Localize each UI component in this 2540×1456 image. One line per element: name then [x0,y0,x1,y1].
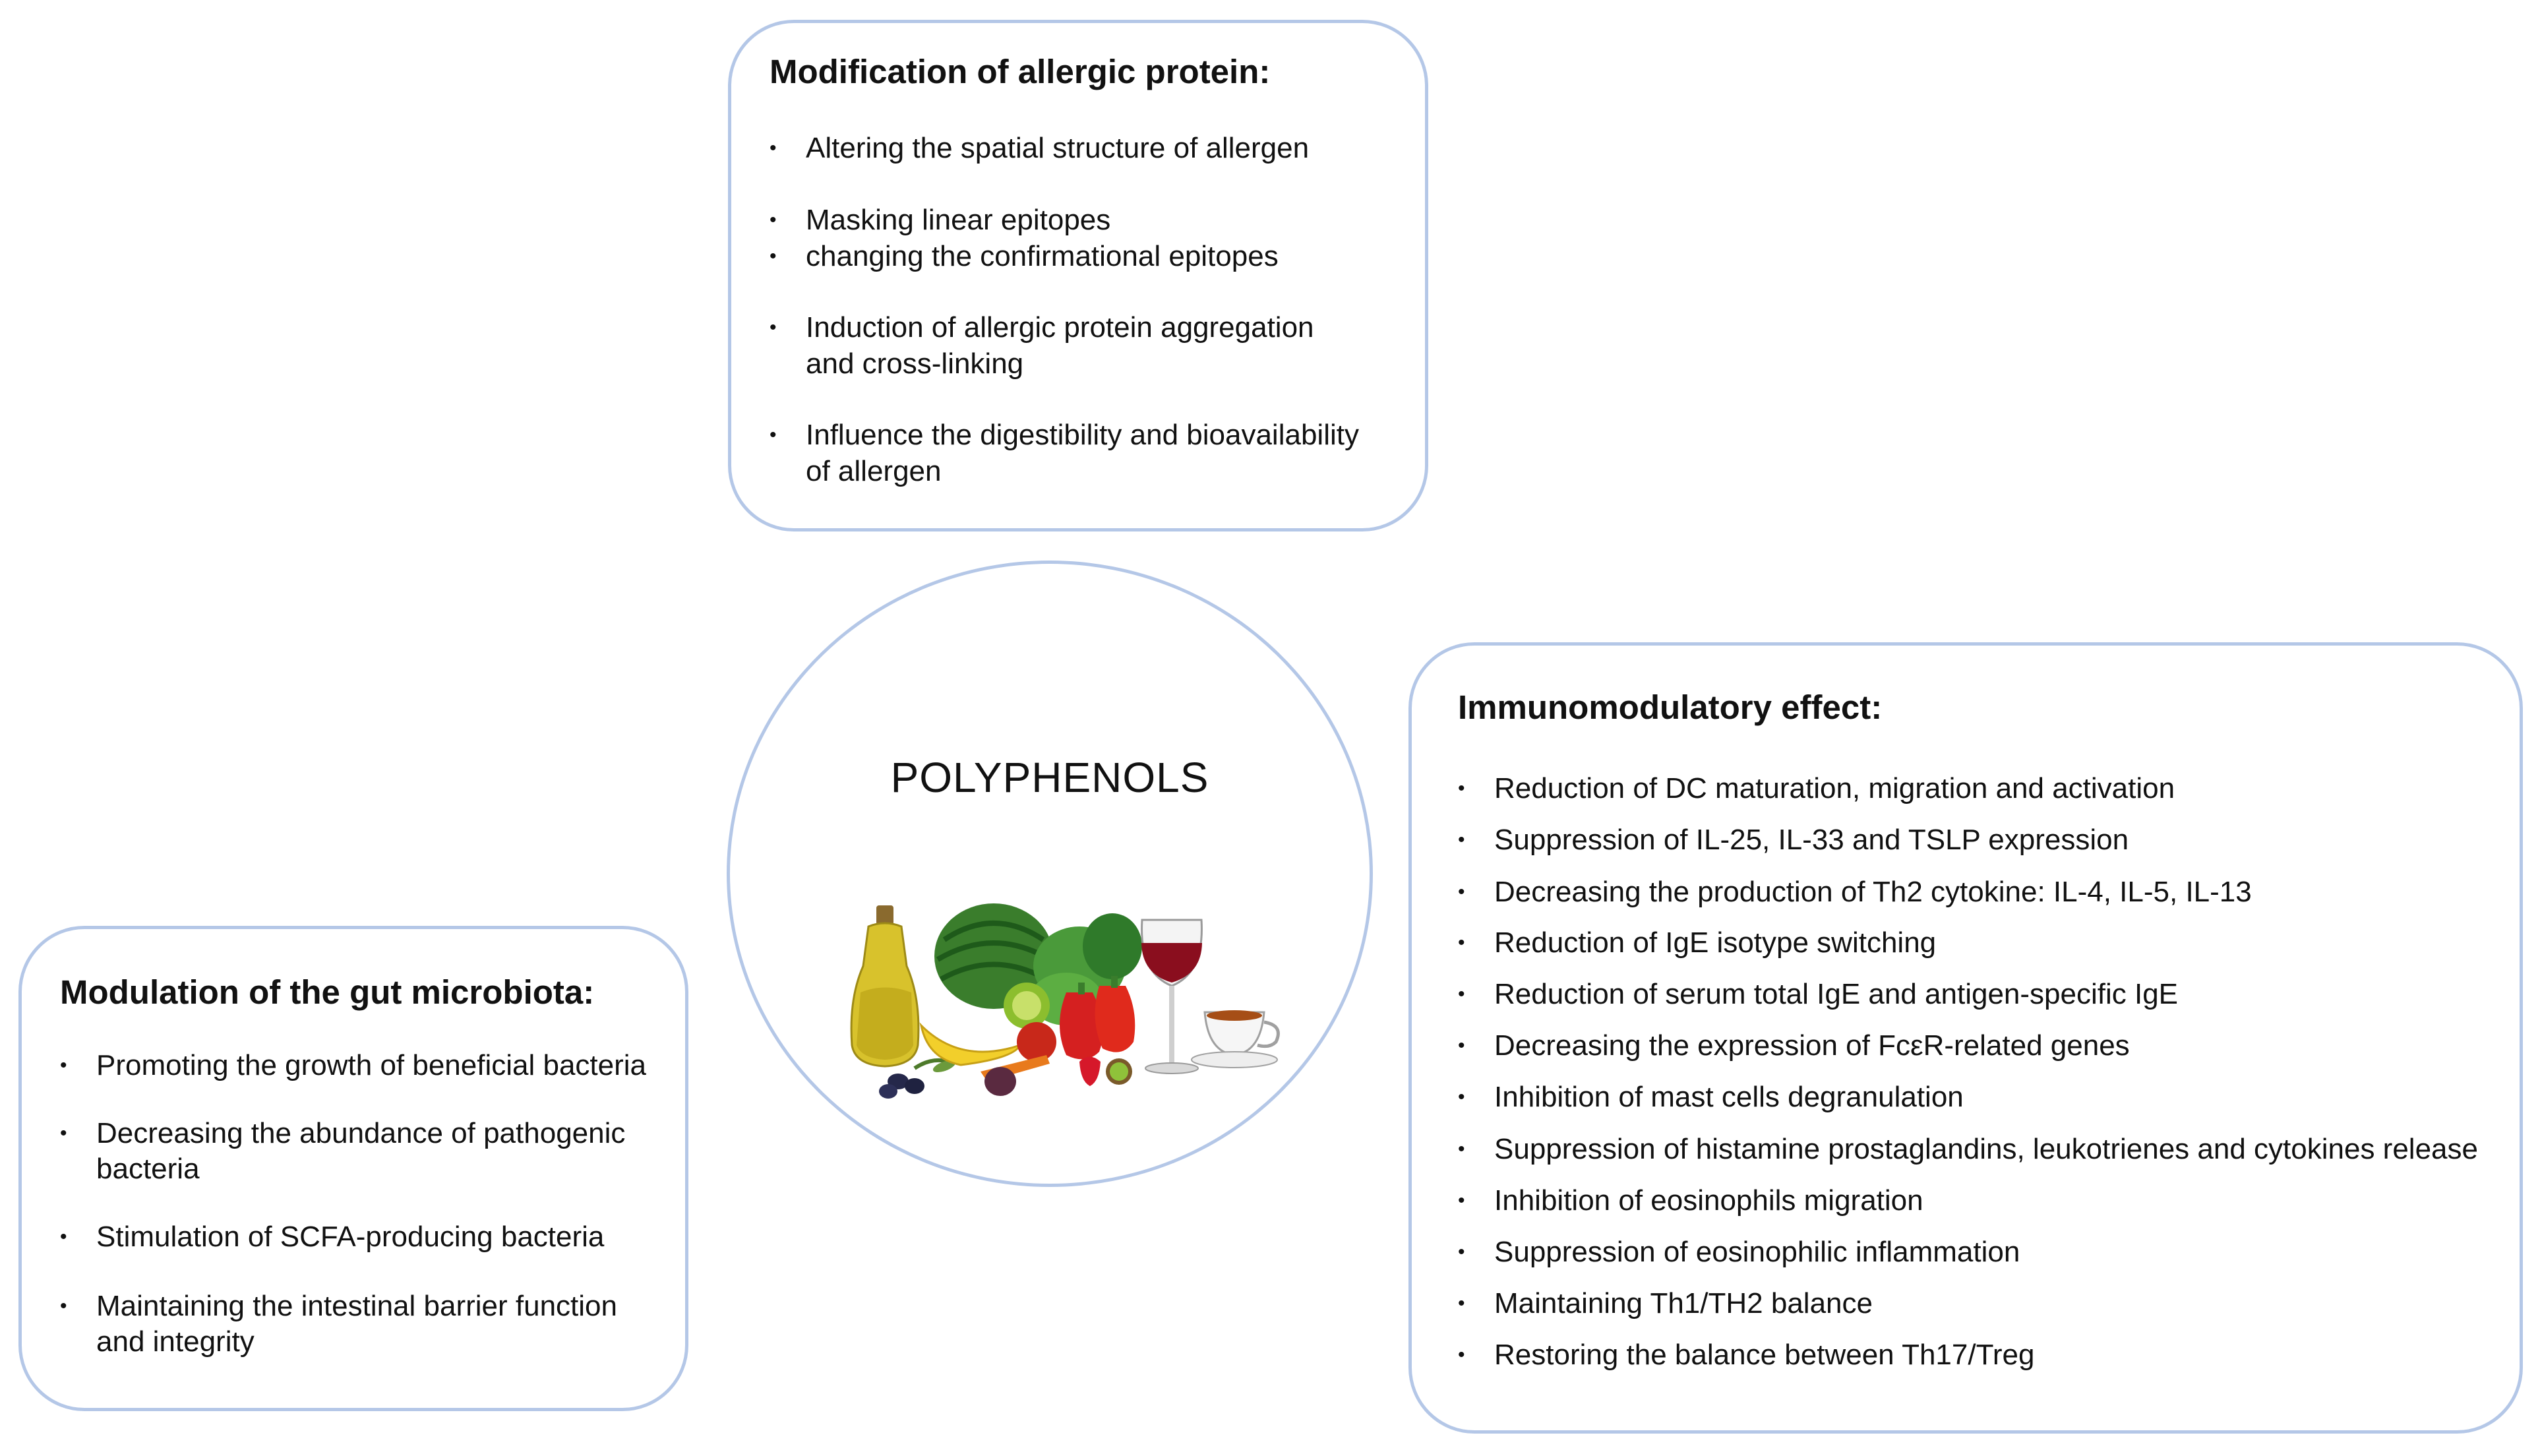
list-item: •Reduction of serum total IgE and antige… [1458,978,2179,1010]
polyphenols-title: POLYPHENOLS [890,754,1209,801]
wine-glass-icon [1141,919,1203,1074]
allergic-protein-modification-box: Modification of allergic protein: •Alter… [728,20,1428,531]
fig-icon [984,1067,1016,1096]
list-item: •Masking linear epitopes [770,204,1111,236]
list-item: •Restoring the balance between Th17/Treg [1458,1339,2035,1371]
allergic-protein-modification-title: Modification of allergic protein: [770,53,1271,90]
list-item-continuation: bacteria [96,1153,200,1185]
list-item: •Reduction of IgE isotype switching [1458,926,1937,959]
banana-icon [919,1022,1022,1066]
strawberry-icon [1079,1056,1101,1086]
immunomodulatory-effect-box: Immunomodulatory effect: •Reduction of D… [1408,642,2523,1434]
list-item: •Reduction of DC maturation, migration a… [1458,772,2175,804]
immunomodulatory-effect-title: Immunomodulatory effect: [1458,688,1883,726]
list-item: •Altering the spatial structure of aller… [770,132,1310,164]
gut-microbiota-modulation-title: Modulation of the gut microbiota: [60,973,595,1011]
list-item: •Inhibition of eosinophils migration [1458,1184,1923,1217]
polyphenols-circle: POLYPHENOLS [727,561,1373,1187]
list-item: •Inhibition of mast cells degranulation [1458,1081,1964,1113]
list-item-continuation: and cross-linking [806,348,1024,380]
red-pepper-icon [1060,976,1135,1060]
list-item-continuation: of allergen [806,455,942,487]
fruits-vegetables-icon [850,903,1280,1099]
list-item: •Decreasing the expression of FcεR-relat… [1458,1029,2130,1062]
tea-cup-icon [1191,1010,1280,1068]
list-item: •Decreasing the production of Th2 cytoki… [1458,876,2252,908]
list-item: •Influence the digestibility and bioavai… [770,419,1359,451]
list-item: •Suppression of histamine prostaglandins… [1458,1133,2478,1165]
list-item: •Maintaining the intestinal barrier func… [60,1290,618,1322]
list-item: •Stimulation of SCFA-producing bacteria [60,1221,605,1253]
list-item: •Suppression of eosinophilic inflammatio… [1458,1236,2020,1268]
list-item: •Induction of allergic protein aggregati… [770,311,1314,344]
gut-microbiota-modulation-box: Modulation of the gut microbiota: •Promo… [18,926,688,1411]
list-item-continuation: and integrity [96,1325,255,1358]
list-item: •Suppression of IL-25, IL-33 and TSLP ex… [1458,824,2129,856]
list-item: •Maintaining Th1/TH2 balance [1458,1287,1873,1320]
list-item: •changing the confirmational epitopes [770,240,1279,272]
olive-oil-bottle-icon [850,905,920,1068]
tomato-icon [1017,1022,1056,1062]
list-item: •Promoting the growth of beneficial bact… [60,1049,647,1081]
list-item: •Decreasing the abundance of pathogenic [60,1117,626,1149]
